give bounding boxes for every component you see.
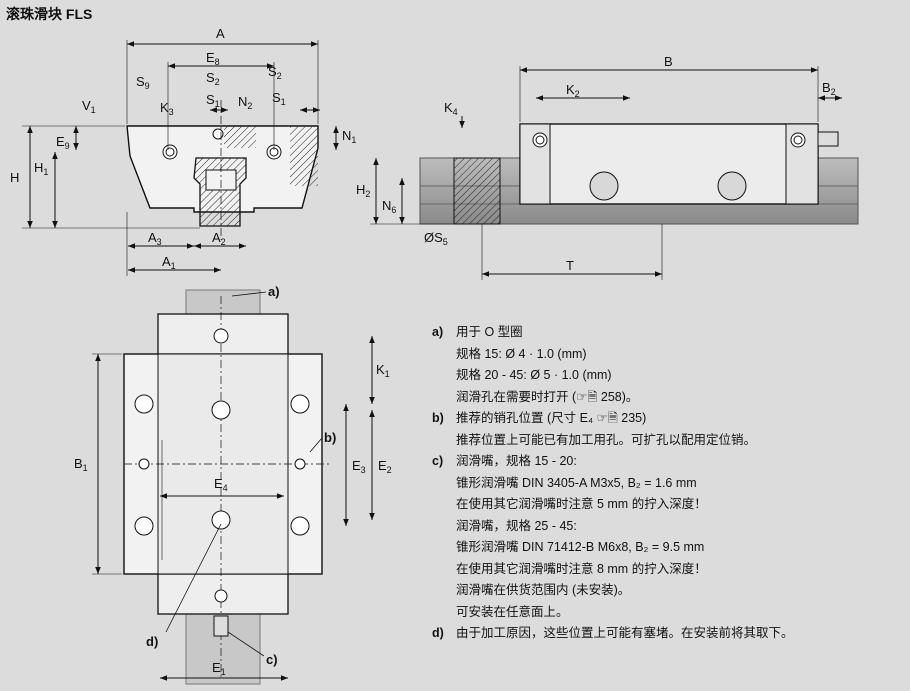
note-line: 用于 O 型圈 xyxy=(456,325,523,339)
note-line: 规格 20 - 45: Ø 5 · 1.0 (mm) xyxy=(456,368,612,382)
dimension-labels: A E8 S9 K3 S2 S1 N2 S2 S1 V1 E9 H H1 N1 … xyxy=(10,26,836,677)
dim-S2-right: S2 xyxy=(268,64,282,81)
dim-B1: B1 xyxy=(74,456,88,473)
note-line: 润滑孔在需要时打开 (☞🗎 258)。 xyxy=(456,389,639,404)
dim-E3: E3 xyxy=(352,458,366,475)
note-line: 在使用其它润滑嘴时注意 5 mm 的拧入深度！ xyxy=(456,497,707,511)
dim-A: A xyxy=(216,26,225,41)
dim-K4: K4 xyxy=(444,100,458,117)
dim-H2: H2 xyxy=(356,182,370,199)
callout-d: d) xyxy=(146,634,158,649)
note-key: b) xyxy=(432,411,444,425)
note-item: c) 润滑嘴，规格 15 - 20: 锥形润滑嘴 DIN 3405-A M3x5, … xyxy=(432,451,794,623)
note-line: 可安装在任意面上。 xyxy=(456,604,569,619)
top-view xyxy=(92,289,375,685)
dim-S2-left: S2 xyxy=(206,70,220,87)
dim-H: H xyxy=(10,170,19,185)
note-line: 在使用其它润滑嘴时注意 8 mm 的拧入深度！ xyxy=(456,561,707,576)
dim-K3: K3 xyxy=(160,100,174,117)
dim-E2: E2 xyxy=(378,458,392,475)
dim-T: T xyxy=(566,258,574,273)
page-title: 滚珠滑块 FLS xyxy=(6,6,93,22)
dim-K1: K1 xyxy=(376,362,390,379)
note-line: 推荐位置上可能已有加工用孔。可扩孔以配用定位销。 xyxy=(456,432,757,447)
note-line: 润滑嘴，规格 25 - 45: xyxy=(456,518,577,533)
dim-V1: V1 xyxy=(82,98,96,115)
callout-b: b) xyxy=(324,430,336,445)
dim-E9: E9 xyxy=(56,134,70,151)
dim-S1-left: S1 xyxy=(206,92,220,109)
dim-N1: N1 xyxy=(342,128,356,145)
dim-E1: E1 xyxy=(212,660,226,677)
dim-B2: B2 xyxy=(822,80,836,97)
dim-E4: E4 xyxy=(214,476,228,493)
note-line: 推荐的销孔位置 (尺寸 E₄ ☞🗎 235) xyxy=(456,411,647,425)
note-item: b) 推荐的销孔位置 (尺寸 E₄ ☞🗎 235) 推荐位置上可能已有加工用孔。可扩… xyxy=(432,408,794,451)
dim-A2: A2 xyxy=(212,230,226,247)
note-line: 润滑嘴，规格 15 - 20: xyxy=(456,454,577,468)
note-key: d) xyxy=(432,626,444,640)
note-line: 润滑嘴在供货范围内 (未安装)。 xyxy=(456,583,631,597)
note-line: 规格 15: Ø 4 · 1.0 (mm) xyxy=(456,346,587,361)
note-item: d) 由于加工原因，这些位置上可能有塞堵。在安装前将其取下。 xyxy=(432,623,794,645)
dim-N2: N2 xyxy=(238,94,252,111)
note-line: 锥形润滑嘴 DIN 71412-B M6x8, B₂ = 9.5 mm xyxy=(456,540,705,554)
notes-list: a) 用于 O 型圈规格 15: Ø 4 · 1.0 (mm) 规格 20 - 45… xyxy=(432,322,794,645)
dim-E8: E8 xyxy=(206,50,220,67)
dim-S9: S9 xyxy=(136,74,150,91)
callout-a: a) xyxy=(268,284,280,299)
note-key: a) xyxy=(432,325,444,339)
dim-A3: A3 xyxy=(148,230,162,247)
callout-c: c) xyxy=(266,652,278,667)
dim-S5: ØS5 xyxy=(424,230,448,247)
dim-K2: K2 xyxy=(566,82,580,99)
dim-N6: N6 xyxy=(382,198,396,215)
dim-A1: A1 xyxy=(162,254,176,271)
dim-B: B xyxy=(664,54,673,69)
side-view xyxy=(370,66,859,280)
dim-S1-right: S1 xyxy=(272,90,286,107)
note-line: 由于加工原因，这些位置上可能有塞堵。在安装前将其取下。 xyxy=(456,626,794,640)
front-view xyxy=(22,40,339,276)
note-item: a) 用于 O 型圈规格 15: Ø 4 · 1.0 (mm) 规格 20 - 45… xyxy=(432,322,794,408)
dim-H1: H1 xyxy=(34,160,48,177)
note-line: 锥形润滑嘴 DIN 3405-A M3x5, B₂ = 1.6 mm xyxy=(456,475,697,490)
note-key: c) xyxy=(432,454,444,468)
